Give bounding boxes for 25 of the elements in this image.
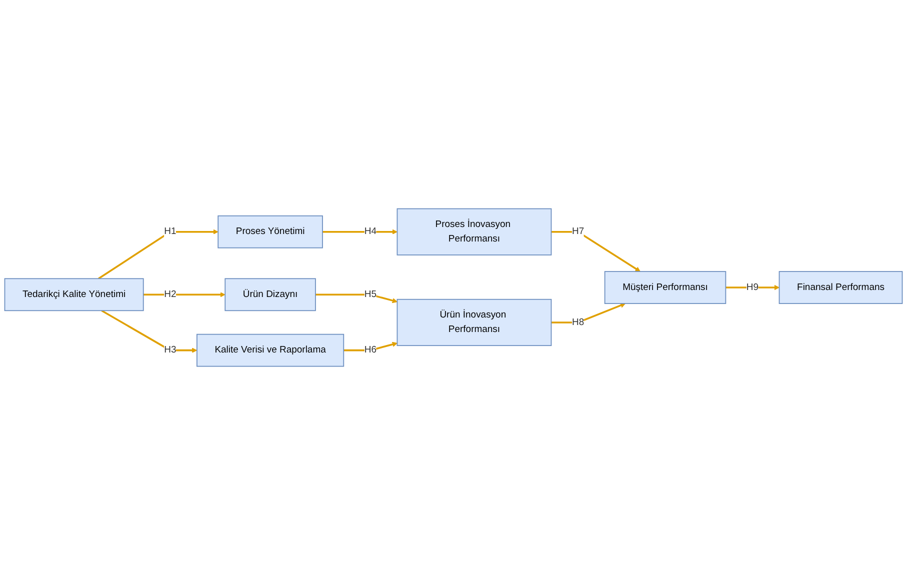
node-box: Müşteri Performansı xyxy=(604,272,726,304)
edge-label: H9 xyxy=(746,282,759,293)
arrow xyxy=(551,231,640,272)
node-box: Proses İnovasyon Performansı xyxy=(396,208,552,256)
node-box: Tedarikçi Kalite Yönetimi xyxy=(4,278,144,312)
arrow xyxy=(315,294,398,304)
arrow xyxy=(98,230,218,280)
edge-label: H8 xyxy=(572,318,584,328)
node-box: Proses Yönetimi xyxy=(218,216,323,249)
edge-label: H4 xyxy=(364,226,376,238)
edge-label: H7 xyxy=(572,226,584,238)
edge-label: H1 xyxy=(164,226,176,238)
node-box: Ürün İnovasyon Performansı xyxy=(396,299,552,346)
node-box: Ürün Dizaynı xyxy=(224,278,316,312)
edge-label: H3 xyxy=(164,345,176,356)
node-box: Kalite Verisi ve Raporlama xyxy=(196,334,344,368)
edge-label: H2 xyxy=(164,290,176,300)
arrow xyxy=(551,303,626,324)
edge-label: H5 xyxy=(364,290,376,300)
arrow xyxy=(344,342,398,352)
node-box: Finansal Performans xyxy=(778,272,903,304)
arrow xyxy=(101,310,198,354)
edge-label: H6 xyxy=(364,345,376,356)
arrow xyxy=(322,230,398,235)
arrow xyxy=(143,292,226,298)
